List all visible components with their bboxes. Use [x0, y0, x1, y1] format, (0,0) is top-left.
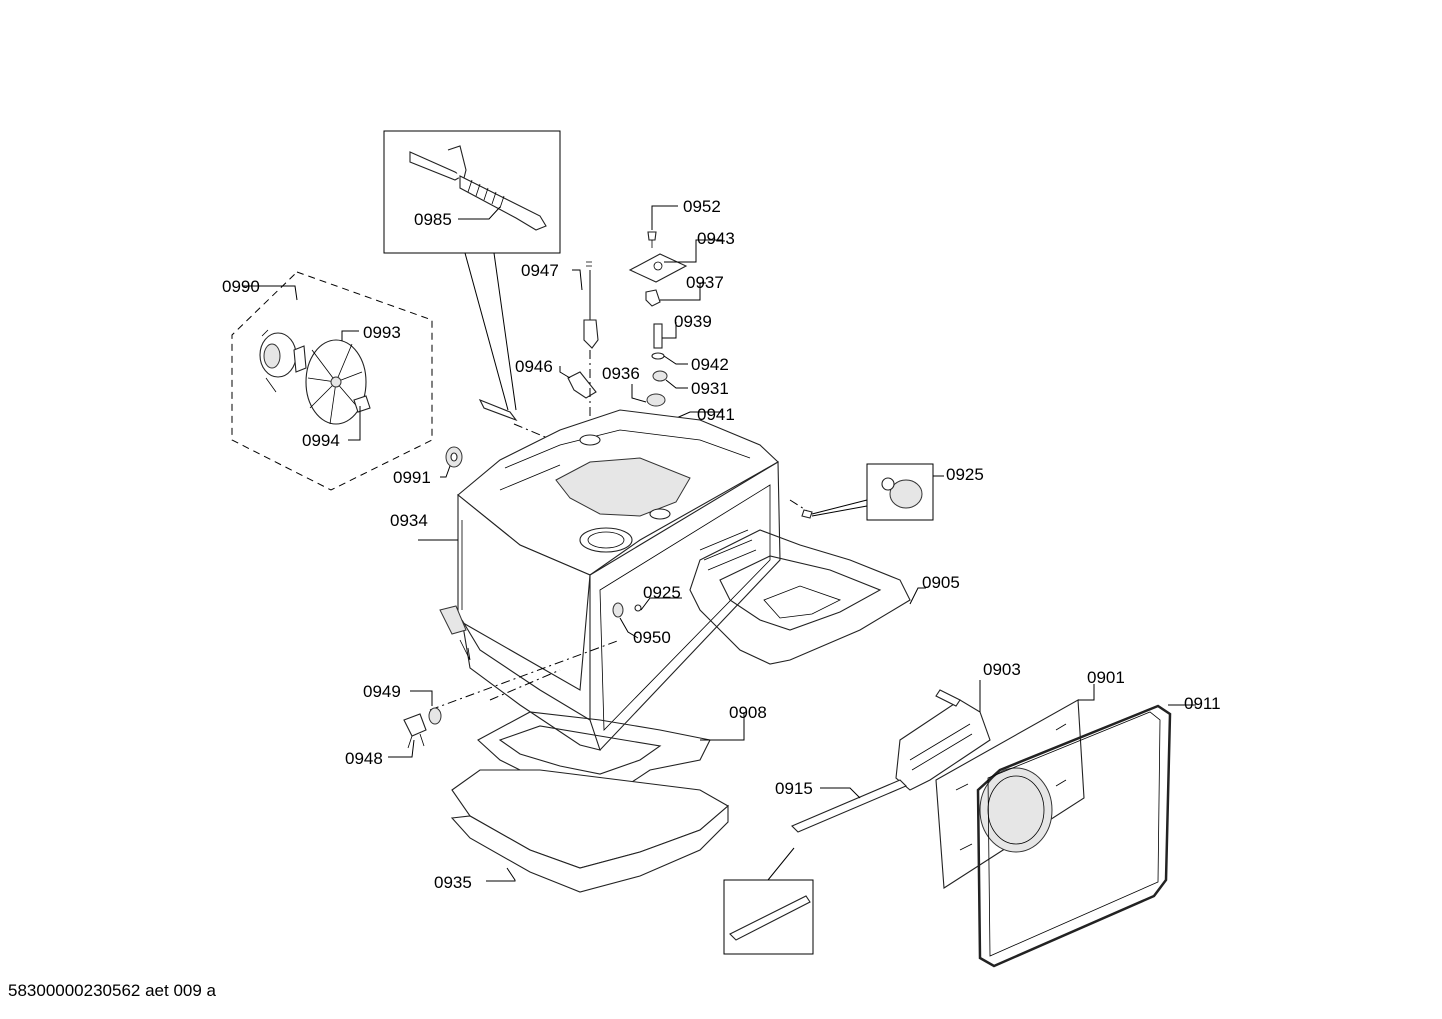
insulation-pad — [450, 769, 729, 893]
callout-0985: 0985 — [414, 210, 452, 229]
callout-0905: 0905 — [922, 573, 960, 592]
callout-0947: 0947 — [521, 261, 559, 280]
callout-0901: 0901 — [1087, 668, 1125, 687]
callout-0943: 0943 — [697, 229, 735, 248]
top-heater-element — [689, 529, 926, 665]
front-small-parts — [612, 597, 682, 639]
callout-0931: 0931 — [691, 379, 729, 398]
callout-0936: 0936 — [602, 364, 640, 383]
callout-0915: 0915 — [775, 779, 813, 798]
rear-fan-panel — [935, 684, 1095, 889]
callout-0937: 0937 — [686, 273, 724, 292]
door-seal-gasket — [976, 704, 1196, 968]
washer-0949-icon — [410, 690, 442, 725]
callout-0946: 0946 — [515, 357, 553, 376]
callout-0925-lamp: 0925 — [946, 465, 984, 484]
callout-0935: 0935 — [434, 873, 472, 892]
callout-0952: 0952 — [683, 197, 721, 216]
callout-0911: 0911 — [1184, 694, 1221, 713]
callout-0941: 0941 — [697, 405, 735, 424]
callout-labels: 0985 0990 0993 0994 0991 0952 0943 0947 … — [222, 197, 1221, 892]
drawing-code: 58300000230562 aet 009 a — [8, 981, 216, 1000]
callout-0950: 0950 — [633, 628, 671, 647]
callout-0949: 0949 — [363, 682, 401, 701]
shelf-rail — [723, 779, 907, 955]
motor-0948-icon — [388, 713, 427, 758]
callout-0994: 0994 — [302, 431, 340, 450]
lamp-detail-box — [789, 463, 944, 521]
callout-0934: 0934 — [390, 511, 428, 530]
callout-0903: 0903 — [983, 660, 1021, 679]
oven-cavity — [418, 409, 781, 751]
callout-0939: 0939 — [674, 312, 712, 331]
callout-0948: 0948 — [345, 749, 383, 768]
callout-0993: 0993 — [363, 323, 401, 342]
callout-0990: 0990 — [222, 277, 260, 296]
callout-0942: 0942 — [691, 355, 729, 374]
fan-wheel-icon — [305, 339, 371, 425]
callout-0991: 0991 — [393, 468, 431, 487]
callout-0925-front: 0925 — [643, 583, 681, 602]
detail-box-probe — [383, 130, 561, 411]
fan-assembly-group — [231, 271, 433, 491]
callout-0908: 0908 — [729, 703, 767, 722]
fan-motor-icon — [259, 329, 307, 393]
bushing-0991-icon — [440, 446, 463, 478]
